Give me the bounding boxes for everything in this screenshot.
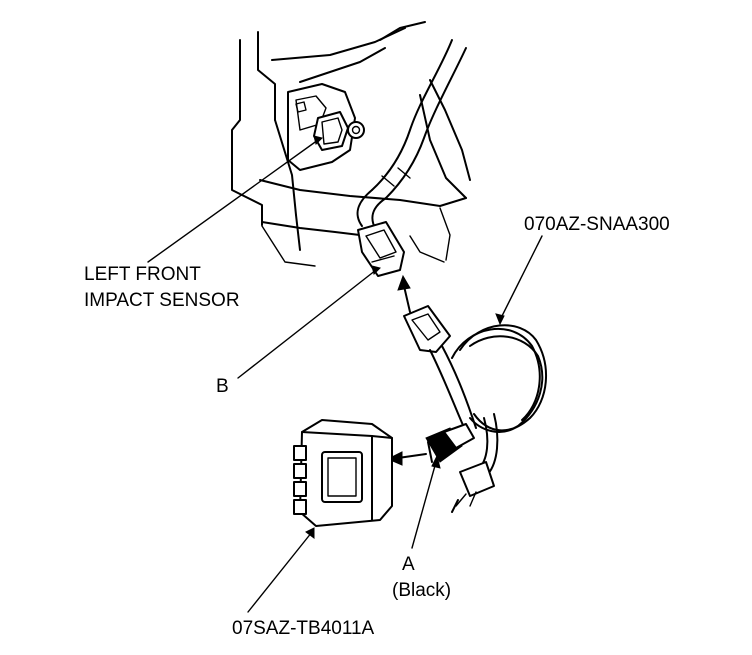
vehicle-harness bbox=[356, 39, 467, 231]
sensor-label-line2: IMPACT SENSOR bbox=[84, 290, 240, 311]
impact-sensor-simulator bbox=[293, 419, 393, 527]
connector-b-label: B bbox=[216, 376, 229, 397]
leader-lines bbox=[147, 135, 543, 613]
plug-lead bbox=[451, 461, 495, 513]
connector-a-label: A bbox=[402, 554, 415, 575]
connector-a bbox=[425, 423, 475, 463]
vehicle-frame-drawing bbox=[231, 21, 471, 267]
connector-a-color-label: (Black) bbox=[392, 580, 451, 601]
harness-part-number-label: 070AZ-SNAA300 bbox=[524, 214, 670, 235]
sensor-label-line1: LEFT FRONT bbox=[84, 264, 201, 285]
connect-arrow-up bbox=[397, 274, 411, 313]
simulator-part-number-label: 07SAZ-TB4011A bbox=[232, 618, 375, 639]
connect-arrow-left bbox=[386, 451, 427, 466]
test-harness-cable bbox=[429, 324, 547, 475]
connector-b bbox=[357, 221, 405, 277]
harness-connector bbox=[403, 305, 451, 353]
